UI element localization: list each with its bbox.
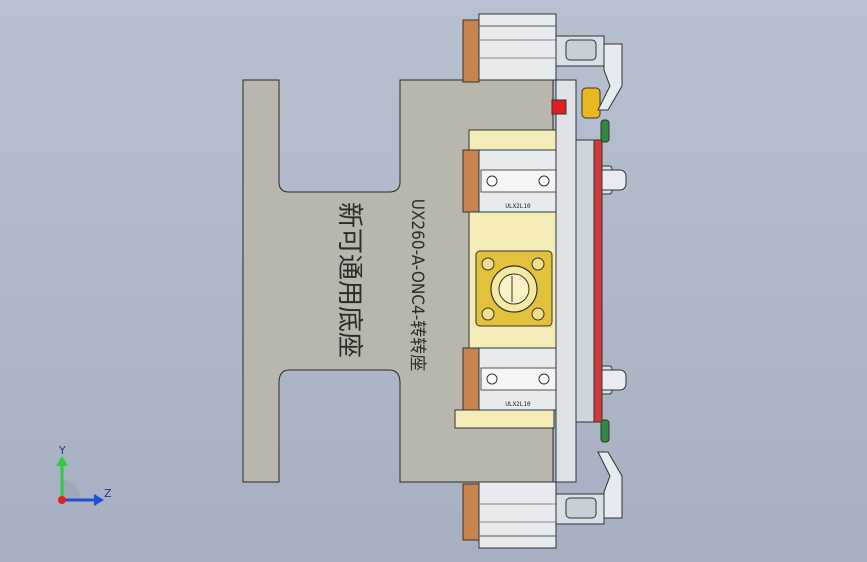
y-axis-arrow — [56, 456, 68, 466]
clamp-arm-bottom — [597, 451, 623, 519]
copper-block — [462, 347, 480, 411]
model-code-engraving: UX260-A-ONC4-转转座 — [407, 199, 427, 372]
center-flange — [475, 250, 553, 327]
y-axis-label: Y — [58, 444, 66, 457]
x-axis-dot — [58, 496, 66, 504]
z-axis-arrow — [94, 494, 104, 506]
green-tab — [600, 419, 610, 443]
cylinder-label-upper: ULX2L10 — [505, 203, 531, 210]
side-rail — [555, 79, 577, 483]
side-rail-inner — [575, 139, 595, 423]
green-tab — [600, 119, 610, 143]
title-engraving: 新可通用底座 — [334, 202, 364, 358]
copper-block — [462, 149, 480, 213]
copper-block — [462, 483, 480, 541]
bottom-cylinder — [478, 481, 621, 549]
lower-pad — [454, 409, 555, 429]
red-rail — [593, 139, 603, 423]
clamp-arm-top — [597, 43, 623, 111]
gold-roller — [581, 87, 601, 119]
axis-triad[interactable]: Y Z — [56, 444, 112, 506]
z-axis-label: Z — [104, 487, 112, 500]
cylinder-label-lower: ULX2L10 — [505, 401, 531, 408]
lower-mid-cylinder — [478, 347, 627, 411]
upper-mid-cylinder — [478, 149, 627, 213]
copper-block — [462, 19, 480, 83]
red-block — [551, 99, 567, 115]
top-cylinder — [478, 13, 621, 81]
